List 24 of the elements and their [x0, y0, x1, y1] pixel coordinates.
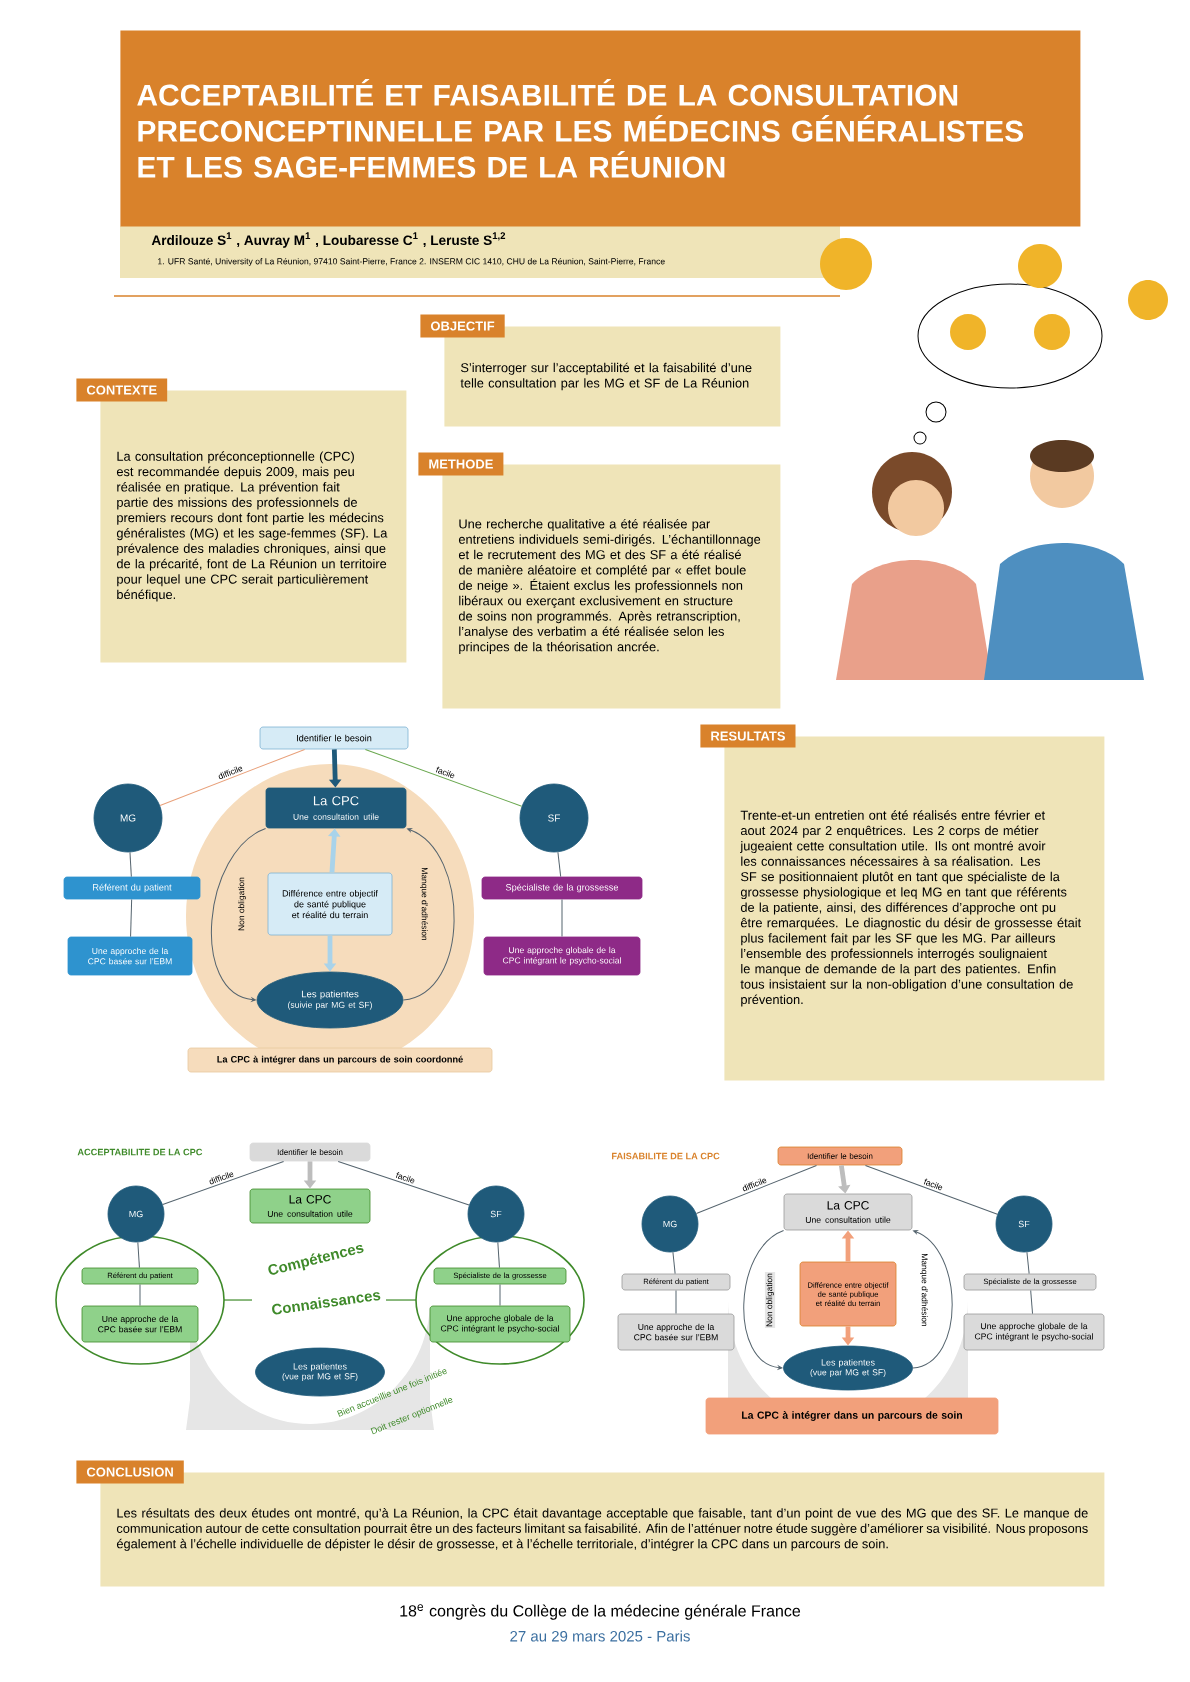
- connector-line: [675, 1289, 677, 1315]
- arrow: [402, 828, 455, 1001]
- connector-line: [139, 1283, 141, 1307]
- connector-line: [1030, 1289, 1034, 1315]
- connector-line: [864, 1164, 998, 1215]
- connector-line: [695, 1164, 817, 1214]
- connector-line: [130, 898, 133, 938]
- arrow: [743, 1229, 785, 1370]
- connector-line: [162, 1160, 285, 1205]
- connector-line: [137, 1241, 140, 1269]
- connector-line: [337, 1160, 470, 1206]
- arrow: [912, 1230, 953, 1369]
- connector-line: [561, 898, 563, 938]
- congress-name: 18$^{e}$ congrès du Collège de la médecine générale France: [400, 1604, 801, 1620]
- title-banner: ACCEPTABILITÉ ET FAISABILITÉ DE LA CONSULTATION PRECONCEPTINNELLE PAR LES MÉDECINS GÉNÉRALISTES ET LES SAGE-FEMMES DE LA RÉUNION: [120, 30, 1081, 227]
- connector-line: [557, 851, 562, 878]
- connector-line: [364, 748, 523, 807]
- connector-line: [129, 851, 132, 878]
- connector-line: [159, 748, 306, 807]
- connector-line: [499, 1283, 501, 1307]
- connector-line: [672, 1251, 676, 1275]
- arrow: [211, 827, 267, 1002]
- connector-line: [497, 1241, 500, 1269]
- connector-line: [1026, 1251, 1030, 1275]
